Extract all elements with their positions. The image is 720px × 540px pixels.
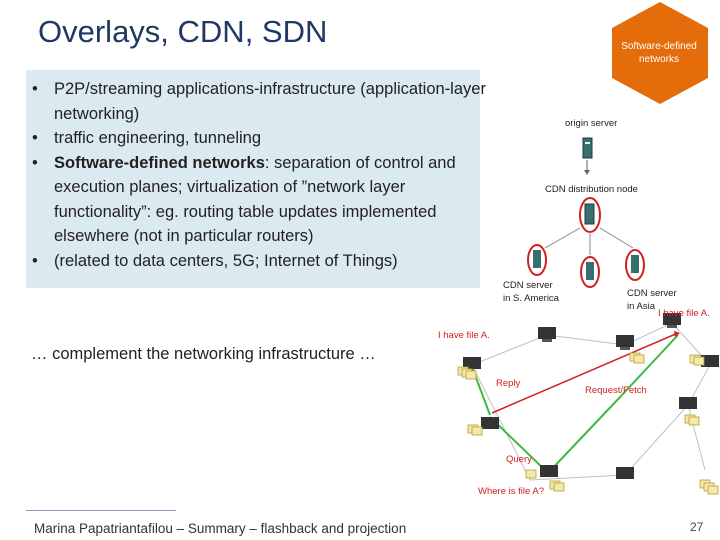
where-label: Where is file A? bbox=[478, 486, 544, 497]
have-file-left-label: I have file A. bbox=[438, 330, 490, 341]
peer-icon bbox=[616, 335, 634, 350]
peer-icon bbox=[538, 327, 556, 342]
cdn-asia-label-2: in Asia bbox=[627, 301, 656, 310]
cdn-asia-label: CDN server bbox=[627, 288, 677, 299]
distribution-node-icon bbox=[579, 197, 601, 233]
file-icon bbox=[457, 352, 719, 495]
footer-divider bbox=[26, 510, 176, 511]
peer-icon bbox=[540, 465, 558, 477]
peer-icon bbox=[463, 357, 481, 369]
cdn-server-mid-icon bbox=[580, 256, 600, 288]
cdn-server-asia-icon bbox=[625, 249, 645, 281]
distribution-node-label: CDN distribution node bbox=[545, 184, 638, 195]
origin-server-icon bbox=[582, 137, 593, 159]
bullet-item: Software-defined networks: separation of… bbox=[32, 151, 492, 249]
cdn-diagram: origin server CDN distribution node CDN … bbox=[503, 118, 677, 310]
cdn-server-sa-icon bbox=[527, 244, 547, 276]
request-fetch-label: Request/Fetch bbox=[585, 385, 647, 396]
page-title: Overlays, CDN, SDN bbox=[38, 14, 328, 49]
page-number: 27 bbox=[690, 520, 704, 534]
bullet-item: traffic engineering, tunneling bbox=[32, 126, 492, 151]
complement-text: … complement the networking infrastructu… bbox=[31, 345, 376, 363]
sdn-hexagon-badge bbox=[612, 2, 708, 104]
reply-label: Reply bbox=[496, 378, 521, 389]
have-file-right-label: I have file A. bbox=[658, 308, 710, 319]
query-label: Query bbox=[506, 454, 532, 465]
cdn-sa-label: CDN server bbox=[503, 280, 553, 291]
footer-text: Marina Papatriantafilou – Summary – flas… bbox=[34, 521, 407, 536]
peer-icon bbox=[481, 417, 499, 429]
peer-icon bbox=[663, 313, 681, 328]
p2p-diagram: I have file A. I have file A. Reply Requ… bbox=[438, 308, 719, 497]
hexagon-label: Software-defined networks bbox=[621, 41, 697, 65]
bullet-item: P2P/streaming applications-infrastructur… bbox=[32, 77, 492, 126]
bullet-item: (related to data centers, 5G; Internet o… bbox=[32, 249, 492, 274]
peer-icon bbox=[616, 467, 634, 479]
peer-icon bbox=[701, 355, 719, 367]
cdn-sa-label-2: in S. America bbox=[503, 293, 560, 304]
origin-server-label: origin server bbox=[565, 118, 617, 129]
bullet-list: P2P/streaming applications-infrastructur… bbox=[32, 77, 492, 273]
peer-icon bbox=[679, 397, 697, 409]
